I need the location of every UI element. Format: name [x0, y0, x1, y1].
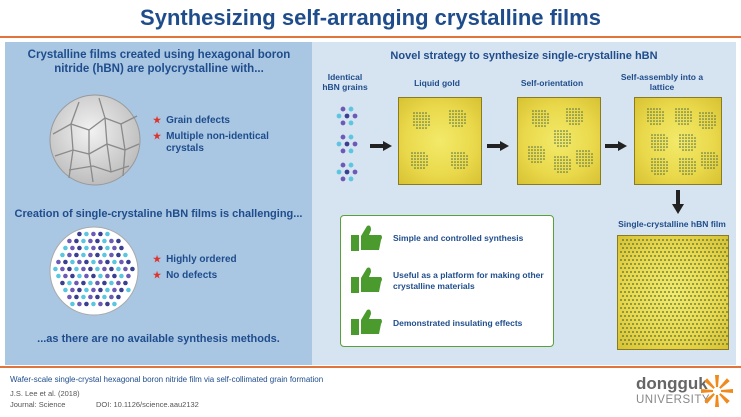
star-icon: ★	[153, 115, 162, 125]
paper-journal: Journal: Science	[10, 400, 66, 409]
thumbs-up-icon	[351, 225, 382, 251]
bullet-grain-defects: ★ Grain defects	[153, 115, 230, 126]
challenge-heading: Creation of single-crystaline hBN films …	[14, 208, 303, 220]
arrow-right-icon	[487, 141, 509, 151]
arrow-right-icon	[370, 141, 392, 151]
bullet-multiple-crystals: ★ Multiple non-identical crystals	[153, 131, 269, 154]
arrow-down-icon	[672, 190, 684, 214]
footer: Wafer-scale single-crystal hexagonal bor…	[0, 366, 741, 417]
star-icon: ★	[153, 131, 162, 141]
self-orientation-box	[517, 97, 601, 185]
bullet-no-defects: ★ No defects	[153, 270, 218, 281]
benefit-platform: Useful as a platform for making other cr…	[393, 270, 544, 291]
logo-name: dongguk	[636, 374, 708, 393]
liquid-gold-box	[398, 97, 482, 185]
right-panel: Novel strategy to synthesize single-crys…	[312, 42, 736, 365]
strategy-heading: Novel strategy to synthesize single-crys…	[390, 50, 658, 62]
self-assembly-box	[634, 97, 722, 185]
film-label: Single-crystalline hBN film	[618, 219, 726, 229]
bullet-highly-ordered: ★ Highly ordered	[153, 254, 237, 265]
benefits-box: Simple and controlled synthesis Useful a…	[340, 215, 554, 347]
arrow-right-icon	[605, 141, 627, 151]
paper-title: Wafer-scale single-crystal hexagonal bor…	[10, 375, 324, 384]
hbn-grains-icon	[336, 106, 358, 182]
star-icon: ★	[153, 270, 162, 280]
benefit-simple-synthesis: Simple and controlled synthesis	[393, 233, 524, 243]
step-label-liquid-gold: Liquid gold	[414, 78, 460, 88]
step-label-grains: Identical hBN grains	[322, 72, 368, 92]
polycrystalline-heading: Crystalline films created using hexagona…	[27, 49, 291, 75]
logo-sub: UNIVERSITY	[636, 394, 711, 406]
step-label-self-orientation: Self-orientation	[520, 78, 584, 88]
page-title: Synthesizing self-arranging crystalline …	[0, 0, 741, 38]
paper-authors: J.S. Lee et al. (2018)	[10, 389, 80, 398]
university-logo-icon	[701, 375, 733, 407]
thumbs-up-icon	[351, 267, 382, 293]
benefit-insulating: Demonstrated insulating effects	[393, 318, 523, 328]
no-methods-text: ...as there are no available synthesis m…	[37, 333, 280, 345]
single-crystalline-film-image	[49, 226, 139, 316]
left-panel: Crystalline films created using hexagona…	[5, 42, 312, 365]
single-crystalline-film-box	[617, 235, 729, 350]
thumbs-up-icon	[351, 309, 382, 335]
paper-doi: DOI: 10.1126/science.aau2132	[96, 400, 199, 409]
polycrystalline-film-image	[49, 94, 141, 186]
star-icon: ★	[153, 254, 162, 264]
step-label-self-assembly: Self-assembly into a lattice	[620, 72, 704, 92]
